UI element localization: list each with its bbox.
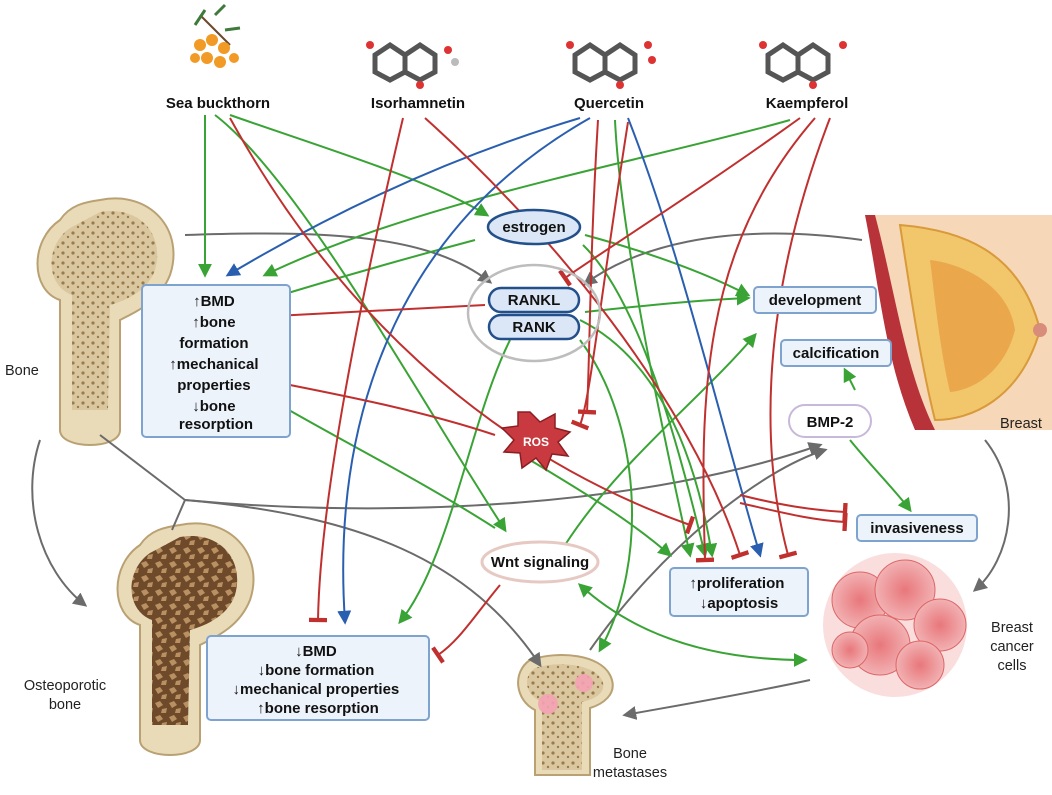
tissue-label-cancer-1: Breast: [991, 620, 1033, 636]
rankl-node: [487, 286, 581, 314]
flow-bone-junction: [99, 434, 186, 501]
flow-junction-up: [171, 499, 186, 531]
compound-label-quercetin: Quercetin: [574, 95, 644, 112]
flow-metastases-to-bmp2: [589, 446, 828, 651]
cancer-cells-illustration: [823, 553, 967, 697]
compound-label-sea-buckthorn: Sea buckthorn: [166, 95, 270, 112]
proliferation-text: ↑proliferation ↓apoptosis: [689, 575, 788, 612]
calcification-label: calcification: [793, 345, 880, 362]
wnt-node: [480, 540, 600, 584]
bmp2-label: BMP-2: [807, 414, 854, 431]
compound-label-kaempferol: Kaempferol: [766, 95, 849, 112]
tissue-label-cancer-3: cells: [997, 658, 1026, 674]
development-label: development: [769, 292, 862, 309]
flow-cancer-to-metastases: [622, 679, 811, 720]
tissue-label-metastases-2: metastases: [593, 765, 667, 781]
flow-bone-to-rankl: [184, 232, 493, 284]
estrogen-label: estrogen: [502, 219, 565, 236]
invasiveness-node: [856, 514, 978, 542]
healthy-outcome-box: [141, 284, 291, 438]
compound-label-isorhamnetin: Isorhamnetin: [371, 95, 465, 112]
breast-illustration: [865, 215, 1052, 430]
molecule-icon-isorhamnetin: [366, 41, 459, 89]
rankl-rank-complex: [466, 263, 602, 363]
osteoporotic-bone-illustration: [116, 522, 255, 756]
tissue-label-bone: Bone: [5, 363, 39, 379]
ros-label: ROS: [523, 435, 549, 449]
flow-breast-to-rankl: [582, 232, 863, 286]
healthy-outcome-text: ↑BMD ↑bone formation ↑mechanical propert…: [169, 293, 262, 433]
proliferation-box: [669, 567, 809, 617]
tissue-label-osteoporotic-2: bone: [49, 697, 81, 713]
estrogen-node: [486, 208, 582, 246]
ros-node: [500, 411, 572, 472]
flow-breast-to-cancer: [972, 439, 1010, 592]
flow-junction-to-metastases: [184, 499, 542, 668]
tissue-label-breast: Breast: [1000, 416, 1042, 432]
healthy-bone-illustration: [36, 197, 175, 446]
tissue-label-osteoporotic-1: Osteoporotic: [24, 678, 106, 694]
osteoporotic-outcome-text: ↓BMD ↓bone formation ↓mechanical propert…: [233, 643, 404, 717]
rank-label: RANK: [512, 319, 555, 336]
molecule-icon-quercetin: [566, 41, 656, 89]
development-node: [753, 286, 877, 314]
rank-node: [487, 313, 581, 341]
sea-buckthorn-icon: [190, 3, 241, 68]
bmp2-node: [788, 404, 872, 438]
molecule-icon-kaempferol: [759, 41, 847, 89]
calcification-node: [780, 339, 892, 367]
flow-bone-to-osteoporotic: [31, 439, 88, 607]
rankl-label: RANKL: [508, 292, 561, 309]
bone-metastases-illustration: [517, 654, 614, 776]
flow-junction-to-bmp2: [184, 442, 823, 510]
tissue-label-cancer-2: cancer: [990, 639, 1034, 655]
wnt-label: Wnt signaling: [491, 554, 589, 571]
invasiveness-label: invasiveness: [870, 520, 963, 537]
tissue-label-metastases-1: Bone: [613, 746, 647, 762]
osteoporotic-outcome-box: [206, 635, 430, 721]
